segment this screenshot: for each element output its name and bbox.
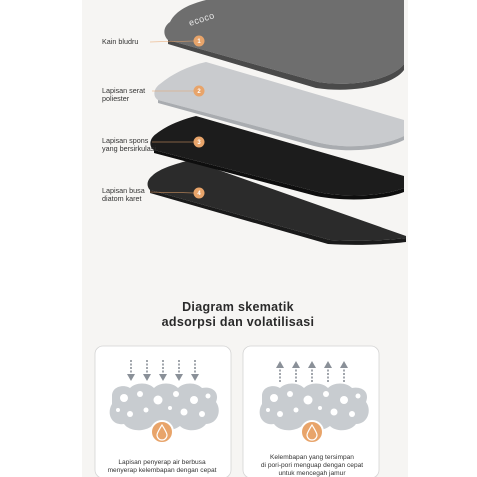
svg-text:Lapisan serat: Lapisan serat xyxy=(102,86,145,95)
layer-3-sponge xyxy=(150,116,404,196)
svg-text:2: 2 xyxy=(197,89,201,95)
volatilization-caption-line-2: di pori-pori menguap dengan cepat xyxy=(261,462,363,469)
water-drop-badge xyxy=(300,420,324,444)
volatilization-caption-line-3: untuk mencegah jamur xyxy=(278,470,346,477)
layer-label-1: Kain bludru 1 xyxy=(102,35,205,47)
svg-text:Lapisan busa: Lapisan busa xyxy=(102,186,145,195)
volatilization-card: Kelembapan yang tersimpan di pori-pori m… xyxy=(242,345,380,477)
svg-text:1: 1 xyxy=(197,39,201,45)
layer-2-polyester xyxy=(154,62,404,147)
absorption-caption-line-1: Lapisan penyerap air berbusa xyxy=(118,459,206,466)
absorption-caption-line-2: menyerap kelembapan dengan cepat xyxy=(108,467,217,474)
svg-text:diatom karet: diatom karet xyxy=(102,194,142,203)
diagram-title-line-1: Diagram skematik xyxy=(182,300,294,314)
svg-text:poliester: poliester xyxy=(102,94,130,103)
arrow-down-icon xyxy=(127,360,199,381)
svg-text:Lapisan spons: Lapisan spons xyxy=(102,136,149,145)
layer-number-badge xyxy=(193,187,205,199)
layer-4-foam xyxy=(147,160,407,241)
layer-number-badge xyxy=(193,35,205,47)
water-drop-icon xyxy=(156,423,168,441)
volatilization-caption-line-1: Kelembapan yang tersimpan xyxy=(270,454,354,461)
svg-text:3: 3 xyxy=(197,140,201,146)
absorption-card: Lapisan penyerap air berbusa menyerap ke… xyxy=(94,345,232,477)
arrow-up-icon xyxy=(276,361,348,382)
water-drop-badge xyxy=(150,420,174,444)
foam-texture xyxy=(259,383,369,431)
layer-label-3: Lapisan spons yang bersirkulasi 3 xyxy=(102,136,205,153)
diagram-title-line-2: adsorpsi dan volatilisasi xyxy=(162,315,315,329)
svg-text:yang bersirkulasi: yang bersirkulasi xyxy=(102,144,156,153)
svg-text:4: 4 xyxy=(197,191,201,197)
layer-number-badge xyxy=(193,85,205,97)
foam-texture xyxy=(109,383,219,431)
water-drop-icon xyxy=(306,423,318,441)
svg-text:Kain bludru: Kain bludru xyxy=(102,37,138,46)
layer-label-2: Lapisan serat poliester 2 xyxy=(102,85,205,103)
layer-1-velvet xyxy=(164,0,404,84)
layer-number-badge xyxy=(193,136,205,148)
layer-label-4: Lapisan busa diatom karet 4 xyxy=(102,186,205,203)
